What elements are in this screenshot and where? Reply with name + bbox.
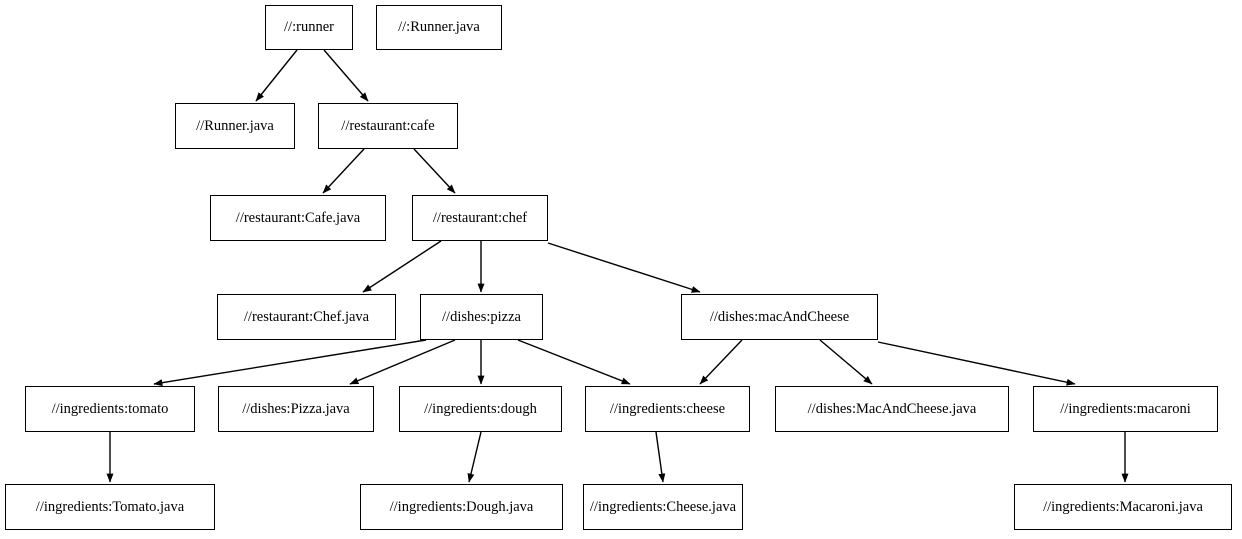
graph-node-ingredients_macaroni[interactable]: //ingredients:macaroni: [1033, 386, 1218, 432]
graph-edge-dishes_pizza-to-ingredients_cheese: [517, 339, 631, 385]
graph-node-dishes_pizza[interactable]: //dishes:pizza: [420, 294, 543, 340]
graph-edge-runner-to-restaurant_cafe: [323, 49, 369, 102]
graph-node-restaurant_chef_java[interactable]: //restaurant:Chef.java: [217, 294, 396, 340]
graph-node-ingredients_macaroni_java[interactable]: //ingredients:Macaroni.java: [1014, 484, 1232, 530]
graph-node-label: //dishes:pizza: [442, 308, 521, 325]
graph-node-dishes_macandcheese[interactable]: //dishes:macAndCheese: [681, 294, 878, 340]
graph-node-runner[interactable]: //:runner: [265, 5, 353, 50]
graph-edge-runner-to-runner_java: [255, 49, 298, 102]
graph-node-restaurant_cafe_java[interactable]: //restaurant:Cafe.java: [210, 195, 386, 241]
graph-node-label: //dishes:macAndCheese: [709, 308, 850, 325]
graph-edge-restaurant_cafe-to-restaurant_cafe_java: [322, 148, 365, 194]
graph-edge-restaurant_chef-to-restaurant_chef_java: [362, 240, 442, 293]
graph-node-label: //ingredients:dough: [424, 400, 537, 417]
graph-node-label: //ingredients:Cheese.java: [589, 498, 737, 515]
graph-node-label: //restaurant:Chef.java: [243, 308, 370, 325]
graph-node-label: //:runner: [284, 19, 334, 36]
graph-edge-restaurant_chef-to-dishes_macandcheese: [547, 242, 701, 293]
graph-edge-restaurant_cafe-to-restaurant_chef: [413, 148, 456, 194]
graph-node-label: //ingredients:Macaroni.java: [1043, 498, 1203, 515]
graph-edge-dishes_macandcheese-to-ingredients_cheese: [699, 339, 743, 385]
graph-node-restaurant_chef[interactable]: //restaurant:chef: [412, 195, 548, 241]
graph-edge-ingredients_cheese-to-ingredients_cheese_java: [655, 431, 666, 483]
graph-edge-ingredients_dough-to-ingredients_dough_java: [467, 431, 482, 483]
graph-node-label: //Runner.java: [196, 117, 274, 134]
graph-node-ingredients_dough_java[interactable]: //ingredients:Dough.java: [360, 484, 563, 530]
graph-node-label: //restaurant:Cafe.java: [235, 209, 361, 226]
graph-node-label: //:Runner.java: [398, 19, 480, 36]
graph-node-label: //ingredients:Dough.java: [389, 498, 534, 515]
graph-node-ingredients_tomato[interactable]: //ingredients:tomato: [25, 386, 195, 432]
graph-node-dishes_pizza_java[interactable]: //dishes:Pizza.java: [218, 386, 374, 432]
graph-edge-dishes_macandcheese-to-ingredients_macaroni: [877, 341, 1076, 386]
graph-edge-dishes_pizza-to-dishes_pizza_java: [349, 339, 456, 385]
graph-node-ingredients_cheese_java[interactable]: //ingredients:Cheese.java: [583, 484, 743, 530]
graph-node-label: //ingredients:tomato: [51, 400, 169, 417]
graph-node-label: //dishes:MacAndCheese.java: [807, 400, 977, 417]
graph-edge-dishes_pizza-to-ingredients_tomato: [153, 339, 427, 387]
graph-node-dishes_macandcheese_java[interactable]: //dishes:MacAndCheese.java: [775, 386, 1009, 432]
graph-node-root_runner_java[interactable]: //:Runner.java: [376, 5, 502, 50]
graph-node-ingredients_cheese[interactable]: //ingredients:cheese: [585, 386, 750, 432]
graph-node-runner_java[interactable]: //Runner.java: [175, 103, 295, 149]
graph-node-label: //restaurant:cafe: [341, 117, 435, 134]
graph-node-ingredients_tomato_java[interactable]: //ingredients:Tomato.java: [5, 484, 215, 530]
graph-node-ingredients_dough[interactable]: //ingredients:dough: [399, 386, 562, 432]
graph-node-restaurant_cafe[interactable]: //restaurant:cafe: [318, 103, 458, 149]
graph-edge-dishes_macandcheese-to-dishes_macandcheese_java: [819, 339, 873, 385]
graph-node-label: //ingredients:macaroni: [1060, 400, 1191, 417]
graph-node-label: //ingredients:cheese: [609, 400, 726, 417]
graph-node-label: //ingredients:Tomato.java: [35, 498, 185, 515]
graph-node-label: //restaurant:chef: [432, 209, 528, 226]
graph-node-label: //dishes:Pizza.java: [242, 400, 350, 417]
